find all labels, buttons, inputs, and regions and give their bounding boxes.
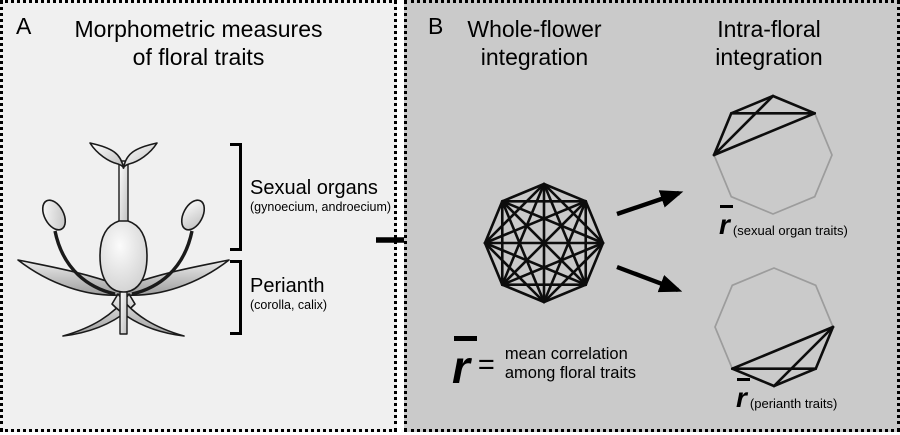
sexual-organs-label-group: Sexual organs (gynoecium, androecium) bbox=[250, 177, 391, 214]
perianth-label-group: Perianth (corolla, calix) bbox=[250, 275, 327, 312]
sexual-organs-label: Sexual organs bbox=[250, 177, 378, 199]
panel-b: B Whole-flower integration Intra-floral … bbox=[404, 0, 900, 432]
perianth-network bbox=[714, 267, 835, 388]
stigma-horn-left bbox=[89, 142, 125, 169]
style bbox=[118, 160, 129, 230]
stamen-filament-right bbox=[131, 230, 194, 296]
rbar-perianth-subscript: (perianth traits) bbox=[749, 396, 838, 411]
bracket-perianth bbox=[230, 260, 242, 335]
overbar bbox=[454, 336, 477, 341]
perianth-label: Perianth bbox=[250, 275, 325, 297]
ovary bbox=[99, 220, 148, 293]
rbar-symbol: r bbox=[736, 377, 750, 412]
perianth-sublabel: (corolla, calix) bbox=[250, 298, 328, 312]
sexual-organ-network bbox=[712, 94, 833, 215]
anther-left bbox=[41, 199, 67, 231]
rbar-symbol: r bbox=[719, 204, 733, 239]
sexual-organs-sublabel: (gynoecium, androecium) bbox=[250, 200, 392, 214]
stigma-horn-right bbox=[122, 142, 158, 169]
flower-illustration bbox=[17, 142, 230, 337]
rbar-perianth-label: r (perianth traits) bbox=[736, 377, 837, 412]
whole-flower-network bbox=[483, 182, 605, 304]
whole-flower-heading: Whole-flower integration bbox=[467, 16, 602, 70]
panel-a-title: Morphometric measures of floral traits bbox=[74, 16, 323, 70]
rbar-equation: r = mean correlation among floral traits bbox=[452, 334, 636, 390]
equation-definition: mean correlation among floral traits bbox=[504, 345, 636, 382]
intra-floral-heading: Intra-floral integration bbox=[715, 16, 823, 70]
panel-b-label: B bbox=[428, 13, 444, 39]
overbar bbox=[737, 378, 750, 381]
rbar-sexual-subscript: (sexual organ traits) bbox=[732, 223, 848, 238]
panel-a-label: A bbox=[16, 13, 32, 39]
equals-sign: = bbox=[477, 348, 495, 381]
arrow-to-perianth-network bbox=[616, 264, 683, 293]
bracket-sexual-organs bbox=[230, 143, 242, 251]
anther-right bbox=[180, 199, 206, 231]
overbar bbox=[720, 205, 733, 208]
rbar-symbol-large: r bbox=[452, 334, 477, 390]
panel-a: A Morphometric measures of floral traits bbox=[0, 0, 397, 432]
stem bbox=[119, 289, 128, 335]
rbar-sexual-label: r (sexual organ traits) bbox=[719, 204, 848, 239]
arrow-to-sexual-network bbox=[616, 190, 684, 217]
stamen-filament-left bbox=[53, 230, 116, 296]
